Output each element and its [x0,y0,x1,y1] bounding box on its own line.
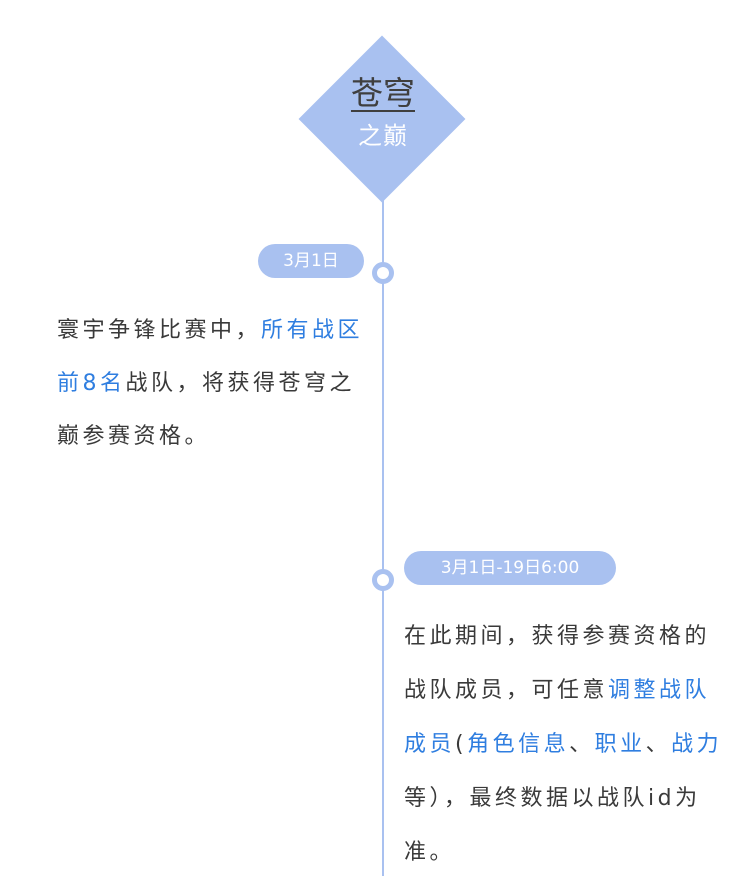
highlight-text: 调整战队成员 [404,678,711,757]
event-text: 战队，将获得苍穹之巅参赛资格。 [57,371,356,449]
timeline-line [382,200,384,876]
highlight-text: 所有战区前8名 [57,318,364,396]
event-text: 寰宇争锋比赛中， [57,318,262,343]
event-description-2: 在此期间，获得参赛资格的战队成员，可任意调整战队成员(角色信息、职业、战力等），… [404,610,724,880]
highlight-text: 战力 [671,732,723,757]
event-text: 等），最终数据以战队id为准。 [404,786,701,865]
highlight-text: 角色信息 [467,732,570,757]
date-badge-1: 3月1日 [258,244,364,278]
emblem: 苍穹 之巅 [303,70,463,156]
event-text: 在此期间，获得参赛资格的战队成员，可任意 [404,624,711,703]
timeline-node-2 [372,569,394,591]
event-text: 、 [645,732,672,757]
event-description-1: 寰宇争锋比赛中，所有战区前8名战队，将获得苍穹之巅参赛资格。 [57,304,377,463]
timeline-node-1 [372,262,394,284]
event-text: ( [455,732,468,757]
emblem-title: 苍穹 [350,74,415,112]
highlight-text: 职业 [594,732,646,757]
event-text: 、 [569,732,595,757]
date-badge-2: 3月1日-19日6:00 [404,551,616,585]
emblem-subtitle: 之巅 [358,122,408,150]
